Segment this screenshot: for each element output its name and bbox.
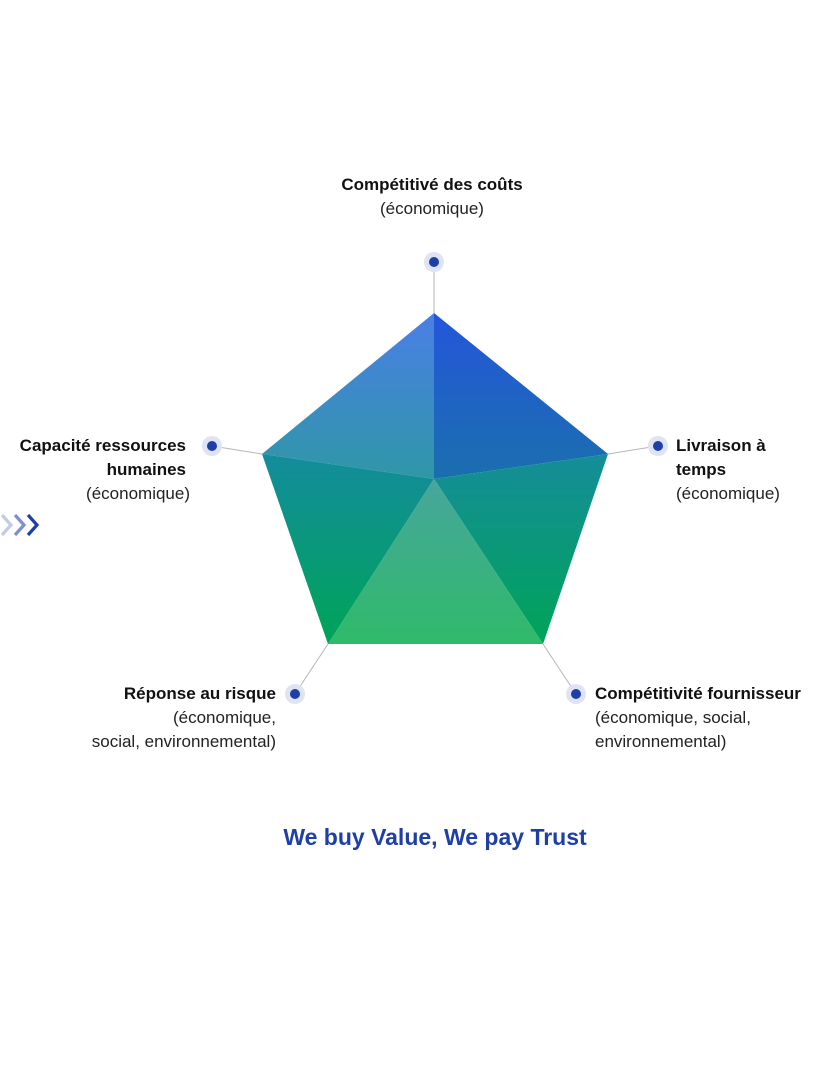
node-subtitle-line: (économique, social, [595,708,751,727]
circle-dot-icon [424,252,444,272]
pentagon-segments [262,313,608,644]
segment-right [434,454,608,644]
node-title-line: Livraison à [676,436,766,455]
node-subtitle-bottom-left: (économique, social, environnemental) [20,706,276,754]
node-title-bottom-right: Compétitivité fournisseur [595,684,801,703]
segment-bottom [328,479,543,644]
node-title-left: Capacité ressources humaines [0,434,190,482]
circle-dot-icon [285,684,305,704]
node-title-line: humaines [106,460,186,479]
node-label-bottom-left: Réponse au risque (économique, social, e… [20,682,276,754]
node-subtitle-right: (économique) [676,482,826,506]
node-subtitle-left: (économique) [0,482,190,506]
node-label-left: Capacité ressources humaines (économique… [0,434,190,506]
node-subtitle-line: (économique) [380,199,484,218]
node-title-line: temps [676,460,727,479]
node-title-bottom-left: Réponse au risque [123,684,276,703]
node-title-line: Capacité ressources [19,436,186,455]
segment-top-left [262,313,434,479]
node-subtitle-top: (économique) [232,197,632,221]
node-subtitle-line: (économique) [86,484,190,503]
circle-dot-icon [202,436,222,456]
node-dots [202,252,668,704]
node-subtitle-line: (économique) [676,484,780,503]
segment-top-right [434,313,608,479]
node-subtitle-line: environnemental) [595,732,727,751]
segment-left [262,454,434,644]
slogan: We buy Value, We pay Trust [283,824,587,850]
circle-dot-icon [566,684,586,704]
circle-dot-icon [648,436,668,456]
node-subtitle-bottom-right: (économique, social, environnemental) [595,706,830,754]
node-subtitle-line: social, environnemental) [91,732,276,751]
chevrons-right-icon [0,513,40,537]
node-subtitle-line: (économique, [172,708,276,727]
node-label-top: Compétitivé des coûts (économique) [232,173,632,221]
node-title-top: Compétitivé des coûts [341,175,523,194]
node-label-right: Livraison à temps (économique) [676,434,826,506]
node-title-right: Livraison à temps [676,434,826,482]
node-label-bottom-right: Compétitivité fournisseur (économique, s… [595,682,830,754]
